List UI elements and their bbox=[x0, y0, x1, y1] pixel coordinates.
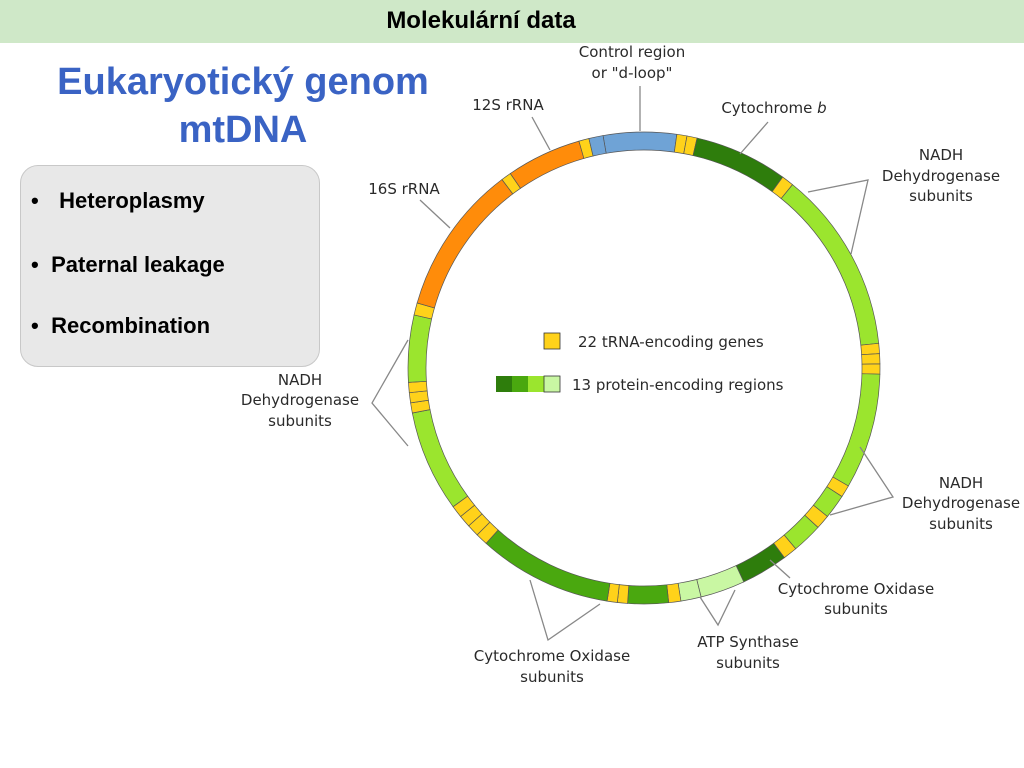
label-text: Cytochrome bbox=[721, 99, 817, 117]
callout-line bbox=[739, 121, 769, 155]
label-line: subunits bbox=[929, 515, 993, 533]
callout-line bbox=[531, 116, 551, 151]
page-title-line1: Eukaryotický genom bbox=[57, 61, 429, 103]
label-16s-rrna: 16S rRNA bbox=[368, 180, 440, 198]
label-line: subunits bbox=[909, 187, 973, 205]
label-line: subunits bbox=[716, 654, 780, 672]
callout-line bbox=[699, 589, 736, 627]
callout-line bbox=[419, 199, 451, 229]
nadh-segment bbox=[407, 314, 433, 383]
label-line: NADH bbox=[939, 474, 983, 492]
label-line: Control region bbox=[579, 43, 685, 61]
mtdna-ring bbox=[407, 131, 881, 605]
cytochrome-oxidase-segment bbox=[485, 529, 611, 602]
label-line: subunits bbox=[824, 600, 888, 618]
page-title-line2: mtDNA bbox=[178, 109, 308, 151]
12s-rrna-segment bbox=[509, 140, 585, 189]
label-line: Dehydrogenase bbox=[882, 167, 1000, 185]
label-line: subunits bbox=[520, 668, 584, 686]
control-region-segment bbox=[602, 131, 678, 154]
label-line: Dehydrogenase bbox=[241, 391, 359, 409]
nadh-segment bbox=[832, 373, 881, 487]
cytochrome-oxidase-segment bbox=[735, 542, 785, 583]
trna-segment bbox=[861, 353, 881, 365]
page-title: Eukaryotický genom mtDNA bbox=[18, 58, 468, 154]
trna-segment bbox=[860, 342, 880, 356]
label-line: NADH bbox=[278, 371, 322, 389]
bullet-text: Heteroplasmy bbox=[59, 188, 205, 213]
atp-synthase-segment bbox=[677, 579, 702, 602]
legend-protein-swatch bbox=[528, 376, 544, 392]
bullet-item: • Heteroplasmy bbox=[31, 188, 205, 214]
label-cytochrome-b: Cytochrome b bbox=[721, 99, 826, 117]
legend-protein-swatch bbox=[512, 376, 528, 392]
bullet-dot: • bbox=[31, 188, 39, 213]
control-region-segment bbox=[588, 135, 607, 157]
bullet-item: • Recombination bbox=[31, 313, 210, 339]
label-nadh-right-top: NADH Dehydrogenase subunits bbox=[882, 146, 1000, 205]
trna-segment bbox=[408, 380, 428, 394]
bullet-text: Recombination bbox=[51, 313, 211, 338]
label-text: b bbox=[817, 99, 827, 117]
header-bar: Molekulární data bbox=[0, 0, 1024, 43]
cytochrome-b-segment bbox=[692, 137, 784, 193]
label-cox-bottom: Cytochrome Oxidase subunits bbox=[474, 647, 630, 686]
trna-segment bbox=[861, 363, 881, 375]
label-line: or "d-loop" bbox=[592, 64, 673, 82]
callout-lines bbox=[371, 86, 895, 642]
callout-line bbox=[829, 446, 895, 516]
label-line: subunits bbox=[268, 412, 332, 430]
label-cox-right: Cytochrome Oxidase subunits bbox=[778, 580, 934, 618]
label-line: NADH bbox=[919, 146, 963, 164]
atp-synthase-segment bbox=[696, 565, 745, 598]
nadh-segment bbox=[780, 184, 880, 346]
cytochrome-oxidase-segment bbox=[627, 584, 670, 605]
callout-line bbox=[807, 179, 869, 255]
bullet-dot: • bbox=[31, 252, 39, 277]
callout-line bbox=[371, 339, 409, 447]
header-title: Molekulární data bbox=[386, 7, 576, 34]
label-12s-rrna: 12S rRNA bbox=[472, 96, 544, 114]
label-control-region: Control region or "d-loop" bbox=[579, 43, 685, 82]
legend-protein-swatch bbox=[543, 375, 561, 393]
legend-protein-swatch bbox=[496, 376, 512, 392]
legend-trna-swatch bbox=[543, 332, 561, 350]
callout-line bbox=[769, 559, 791, 579]
bullet-list-box: • Heteroplasmy • Paternal leakage • Reco… bbox=[20, 165, 320, 367]
16s-rrna-segment bbox=[416, 179, 514, 309]
label-nadh-left: NADH Dehydrogenase subunits bbox=[241, 371, 359, 430]
label-line: ATP Synthase bbox=[697, 633, 799, 651]
label-nadh-right-bottom: NADH Dehydrogenase subunits bbox=[902, 474, 1020, 533]
nadh-segment bbox=[411, 409, 469, 508]
callout-line bbox=[529, 579, 601, 642]
trna-segment bbox=[666, 582, 682, 604]
legend-trna-label: 22 tRNA-encoding genes bbox=[578, 333, 764, 351]
legend-protein-label: 13 protein-encoding regions bbox=[572, 376, 784, 394]
label-line: Dehydrogenase bbox=[902, 494, 1020, 512]
bullet-item: • Paternal leakage bbox=[31, 252, 225, 278]
bullet-dot: • bbox=[31, 313, 39, 338]
label-line: Cytochrome Oxidase bbox=[474, 647, 630, 665]
legend: 22 tRNA-encoding genes 13 protein-encodi… bbox=[496, 332, 784, 394]
bullet-text: Paternal leakage bbox=[51, 252, 225, 277]
label-line: Cytochrome Oxidase bbox=[778, 580, 934, 598]
label-atp: ATP Synthase subunits bbox=[697, 633, 799, 672]
